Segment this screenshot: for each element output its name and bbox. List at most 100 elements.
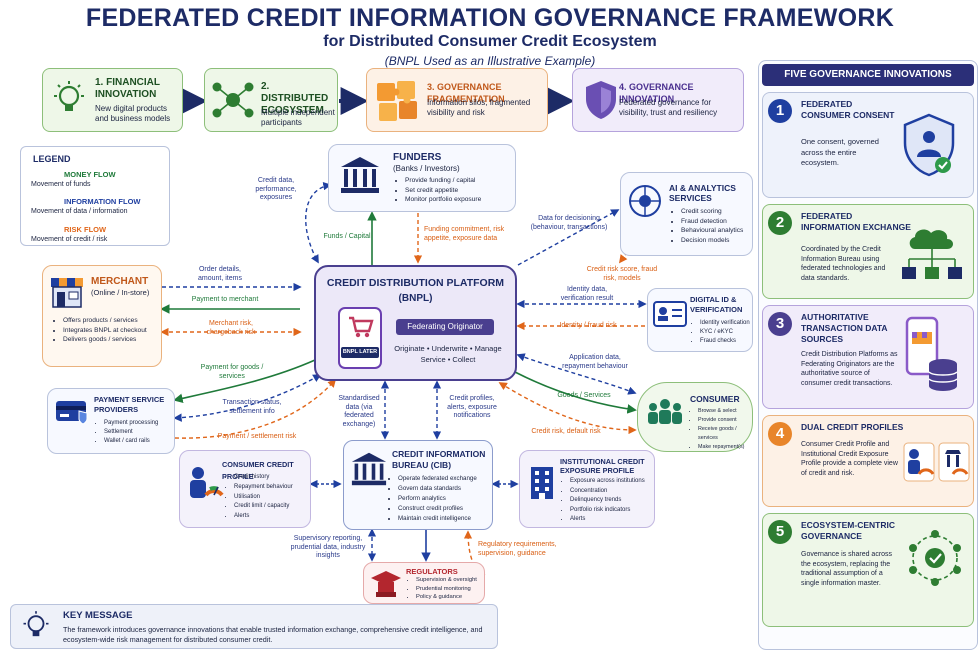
list-item: Provide consent xyxy=(698,416,754,425)
people-icon xyxy=(648,399,682,424)
mortarboard-icon xyxy=(371,571,401,597)
id-card-icon xyxy=(653,301,687,327)
innovation-text: Coordinated by the Credit Information Bu… xyxy=(801,246,886,282)
legend-money-desc: Movement of funds xyxy=(31,181,91,188)
list-item: Portfolio risk indicators xyxy=(570,506,656,516)
list-item: Maintain credit intelligence xyxy=(398,514,492,524)
list-item: Provide funding / capital xyxy=(405,176,515,186)
stage-title: 4. GOVERNANCE INNOVATION xyxy=(619,82,694,104)
list-item: Make repayment(s) xyxy=(698,443,754,452)
legend-money-label: MONEY FLOW xyxy=(64,170,116,179)
key-message-title: KEY MESSAGE xyxy=(63,610,133,621)
flow-label: Credit profiles, alerts, exposure notifi… xyxy=(447,395,497,419)
phone-database-icon xyxy=(905,316,958,391)
list-item: Monitor portfolio exposure xyxy=(405,195,515,205)
list-item: Credit history xyxy=(234,473,312,483)
stage-title: 1. FINANCIAL INNOVATION xyxy=(95,77,160,100)
list-item: Utilisation xyxy=(234,493,312,503)
flow-label: Payment / settlement risk xyxy=(217,433,297,440)
dual-profile-icon xyxy=(903,442,970,482)
brain-chip-icon xyxy=(629,185,661,217)
list-item: Settlement xyxy=(104,428,174,437)
list-item: Identity verification xyxy=(700,319,754,328)
stage-text: Multiple independent participants xyxy=(261,108,335,127)
list-item: Repayment behaviour xyxy=(234,483,312,493)
cart-icon xyxy=(349,316,374,338)
icep-title: INSTITUTIONAL CREDIT EXPOSURE PROFILE xyxy=(560,457,645,475)
key-message-box: KEY MESSAGE The framework introduces gov… xyxy=(10,604,498,649)
innovation-5: 5 ECOSYSTEM-CENTRIC GOVERNANCE Governanc… xyxy=(762,513,974,627)
regulators-list: Supervision & oversight Prudential monit… xyxy=(406,576,484,602)
innovation-text: Credit Distribution Platforms as Federat… xyxy=(801,351,898,387)
list-item: Operate federated exchange xyxy=(398,474,492,484)
page-note: (BNPL Used as an Illustrative Example) xyxy=(384,54,596,68)
list-item: Alerts xyxy=(234,512,312,522)
flow-label: Supervisory reporting, prudential data, … xyxy=(290,535,366,559)
ai-title: AI & ANALYTICS SERVICES xyxy=(669,183,736,203)
list-item: Integrates BNPL at checkout xyxy=(63,326,159,336)
cloud-network-icon xyxy=(902,229,962,279)
digital-id-list: Identity verification KYC / eKYC Fraud c… xyxy=(690,319,754,346)
credit-distribution-platform: CREDIT DISTRIBUTION PLATFORM (BNPL) BNPL… xyxy=(314,265,517,381)
bank-icon xyxy=(351,452,387,486)
list-item: Wallet / card rails xyxy=(104,437,174,446)
federating-originator-badge: Federating Originator xyxy=(396,319,494,335)
stage-text: Federated governance for visibility, tru… xyxy=(619,98,718,117)
person-gauge-icon xyxy=(190,467,224,498)
innovation-number: 3 xyxy=(768,312,792,336)
flow-label: Order details, amount, items xyxy=(198,266,242,282)
flow-label: Merchant risk, chargeback risk xyxy=(206,320,256,336)
merchant-sub: (Online / In-store) xyxy=(91,288,150,297)
flow-label: Credit data, performance, exposures xyxy=(255,177,297,201)
legend-risk-label: RISK FLOW xyxy=(64,225,107,234)
legend-title: LEGEND xyxy=(33,154,71,164)
flow-label: Regulatory requirements, supervision, gu… xyxy=(478,541,557,557)
page-subtitle: for Distributed Consumer Credit Ecosyste… xyxy=(323,33,657,50)
digital-id-box: DIGITAL ID & VERIFICATION Identity verif… xyxy=(647,288,753,352)
stage-financial-innovation: 1. FINANCIAL INNOVATION New digital prod… xyxy=(42,68,183,132)
building-icon xyxy=(531,467,553,499)
legend-info-desc: Movement of data / information xyxy=(31,208,128,215)
list-item: Payment processing xyxy=(104,419,174,428)
innovation-2: 2 FEDERATED INFORMATION EXCHANGE Coordin… xyxy=(762,204,974,299)
list-item: Receive goods / services xyxy=(698,425,754,443)
network-icon xyxy=(212,82,254,118)
lightbulb-icon xyxy=(23,611,49,637)
stage-title: 3. GOVERNANCE FRAGMENTATION xyxy=(427,82,505,104)
psp-list: Payment processing Settlement Wallet / c… xyxy=(94,419,174,446)
phone-label: BNPL LATER xyxy=(341,347,379,358)
consumer-title: CONSUMER xyxy=(690,394,740,404)
list-item: Perform analytics xyxy=(398,494,492,504)
platform-functions: Originate • Underwrite • Manage xyxy=(394,344,502,353)
flow-label: Standardised data (via federated exchang… xyxy=(338,395,380,428)
ccp-title: CONSUMER CREDIT PROFILE xyxy=(222,460,294,481)
stage-title: 2. DISTRIBUTED ECOSYSTEM xyxy=(261,81,329,116)
flow-label: Identity / fraud risk xyxy=(559,322,617,329)
ai-list: Credit scoring Fraud detection Behaviour… xyxy=(671,207,753,245)
credit-card-icon xyxy=(56,401,88,425)
innovation-number: 4 xyxy=(768,422,792,446)
innovation-title: AUTHORITATIVE TRANSACTION DATA SOURCES xyxy=(801,312,888,344)
innovation-1: 1 FEDERATED CONSUMER CONSENT One consent… xyxy=(762,92,974,198)
flow-label: Payment for goods / services xyxy=(200,364,264,380)
list-item: Fraud detection xyxy=(681,217,753,227)
stage-governance-innovation: 4. GOVERNANCE INNOVATION Federated gover… xyxy=(572,68,744,132)
legend: LEGEND MONEY FLOW Movement of funds INFO… xyxy=(20,146,170,246)
list-item: Concentration xyxy=(570,487,656,497)
list-item: Construct credit profiles xyxy=(398,504,492,514)
list-item: Decision models xyxy=(681,236,753,246)
innovation-number: 5 xyxy=(768,520,792,544)
innovation-number: 1 xyxy=(768,99,792,123)
flow-label: Funding commitment, risk appetite, expos… xyxy=(424,226,505,242)
flow-label: Identity data, verification result xyxy=(560,286,614,302)
flow-label: Credit risk score, fraud risk, models xyxy=(586,266,658,282)
funders-list: Provide funding / capital Set credit app… xyxy=(395,176,515,205)
list-item: Alerts xyxy=(570,515,656,525)
icep-list: Exposure across institutions Concentrati… xyxy=(560,477,656,525)
shield-user-icon xyxy=(903,113,955,177)
credit-information-bureau-box: CREDIT INFORMATION BUREAU (CIB) Operate … xyxy=(343,440,493,530)
ccp-list: Credit history Repayment behaviour Utili… xyxy=(224,473,312,522)
innovation-3: 3 AUTHORITATIVE TRANSACTION DATA SOURCES… xyxy=(762,305,974,409)
lightbulb-icon xyxy=(54,81,84,111)
list-item: Fraud checks xyxy=(700,337,754,346)
